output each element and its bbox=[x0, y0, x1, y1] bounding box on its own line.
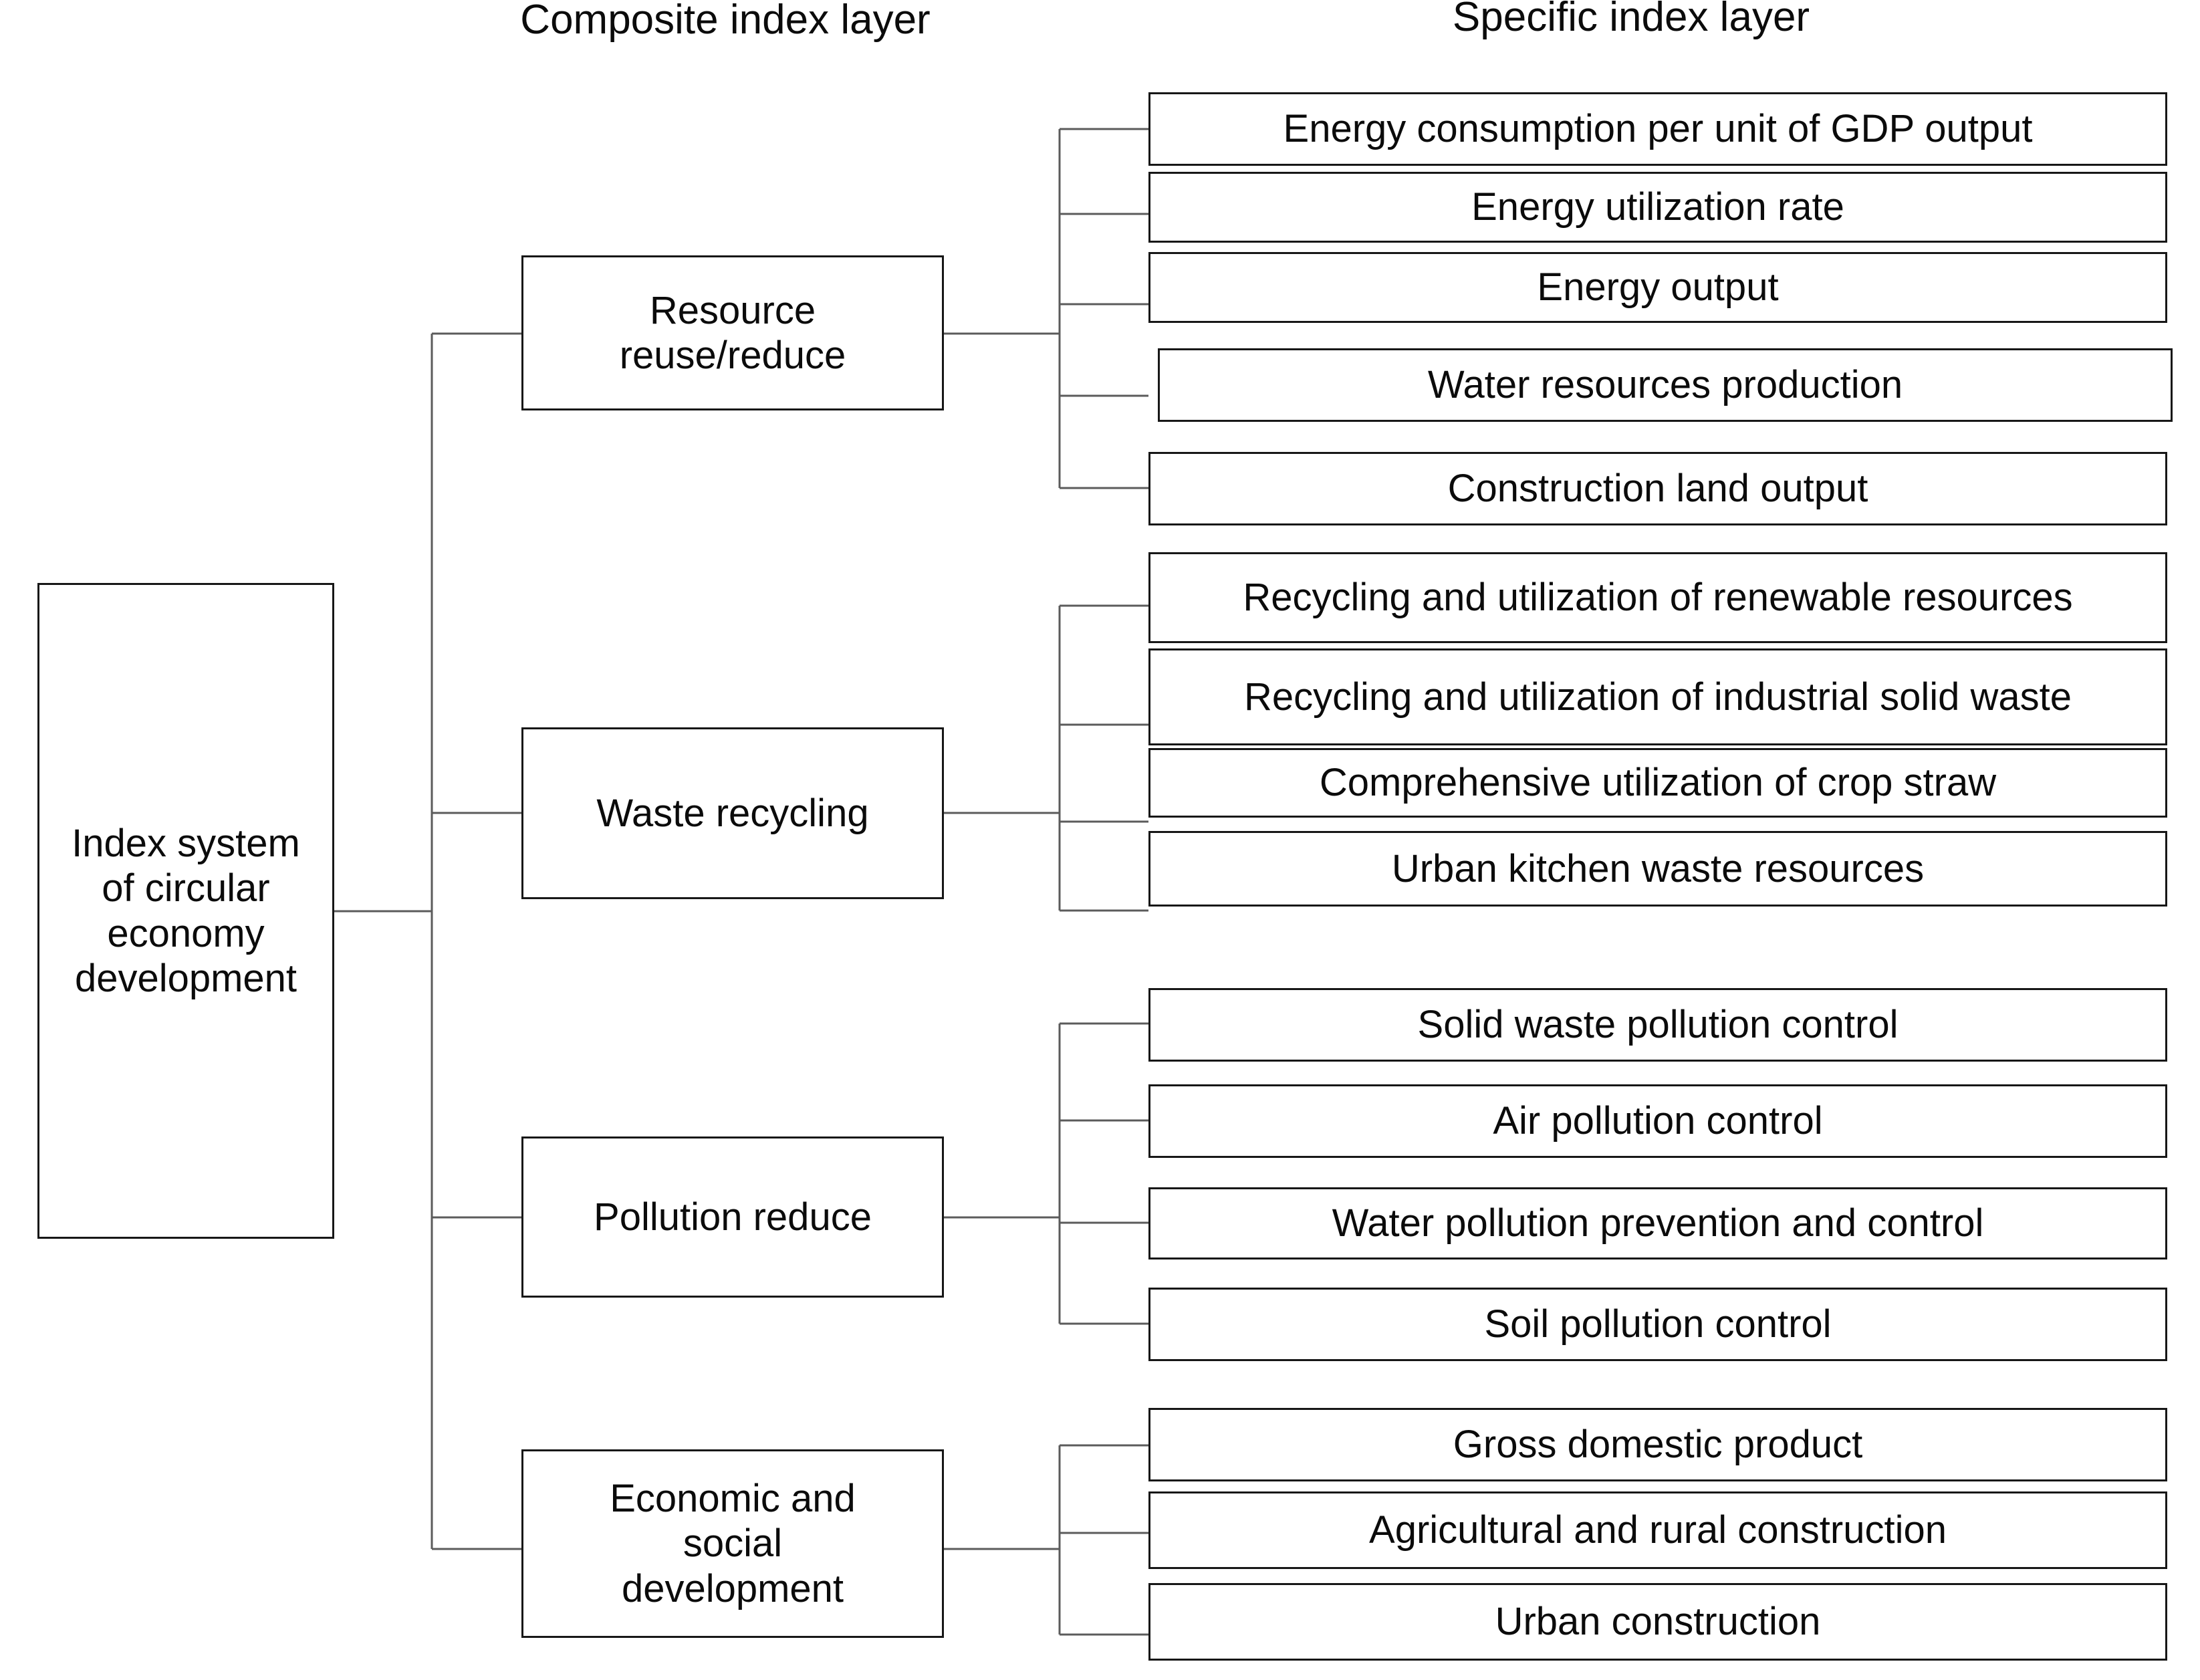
specific-node-label: Recycling and utilization of renewable r… bbox=[1243, 576, 2073, 620]
composite-node-label: Waste recycling bbox=[596, 791, 869, 835]
specific-node-gross-domestic-product[interactable]: Gross domestic product bbox=[1148, 1408, 2167, 1481]
composite-node-pollution-reduce[interactable]: Pollution reduce bbox=[521, 1136, 944, 1298]
composite-node-label: Pollution reduce bbox=[594, 1195, 872, 1239]
header-composite-index-layer: Composite index layer bbox=[520, 0, 931, 43]
specific-node-energy-consumption-per-unit-of-gdp-output[interactable]: Energy consumption per unit of GDP outpu… bbox=[1148, 92, 2167, 166]
specific-node-label: Urban construction bbox=[1495, 1600, 1821, 1644]
specific-node-recycling-and-utilization-of-renewable-resources[interactable]: Recycling and utilization of renewable r… bbox=[1148, 552, 2167, 643]
specific-node-label: Energy consumption per unit of GDP outpu… bbox=[1283, 107, 2033, 151]
specific-node-label: Comprehensive utilization of crop straw bbox=[1319, 761, 1997, 805]
specific-node-soil-pollution-control[interactable]: Soil pollution control bbox=[1148, 1288, 2167, 1361]
specific-node-label: Agricultural and rural construction bbox=[1369, 1508, 1947, 1552]
header-specific-index-layer: Specific index layer bbox=[1452, 0, 1810, 40]
specific-node-label: Energy utilization rate bbox=[1471, 185, 1844, 229]
specific-node-label: Gross domestic product bbox=[1453, 1423, 1863, 1467]
specific-node-comprehensive-utilization-of-crop-straw[interactable]: Comprehensive utilization of crop straw bbox=[1148, 748, 2167, 818]
specific-node-agricultural-and-rural-construction[interactable]: Agricultural and rural construction bbox=[1148, 1491, 2167, 1569]
composite-node-waste-recycling[interactable]: Waste recycling bbox=[521, 727, 944, 899]
specific-node-recycling-and-utilization-of-industrial-solid-waste[interactable]: Recycling and utilization of industrial … bbox=[1148, 648, 2167, 745]
specific-node-solid-waste-pollution-control[interactable]: Solid waste pollution control bbox=[1148, 988, 2167, 1062]
specific-node-label: Water resources production bbox=[1427, 363, 1903, 407]
specific-node-label: Water pollution prevention and control bbox=[1332, 1201, 1984, 1245]
specific-node-label: Recycling and utilization of industrial … bbox=[1244, 675, 2072, 719]
specific-node-energy-utilization-rate[interactable]: Energy utilization rate bbox=[1148, 172, 2167, 243]
specific-node-energy-output[interactable]: Energy output bbox=[1148, 252, 2167, 323]
composite-node-label: Economic and social development bbox=[610, 1477, 856, 1610]
specific-node-label: Air pollution control bbox=[1493, 1099, 1823, 1143]
root-node-label: Index system of circular economy develop… bbox=[72, 821, 300, 1000]
composite-node-resource-reuse-reduce[interactable]: Resource reuse/reduce bbox=[521, 255, 944, 410]
specific-node-urban-kitchen-waste-resources[interactable]: Urban kitchen waste resources bbox=[1148, 831, 2167, 907]
specific-node-label: Energy output bbox=[1537, 265, 1779, 310]
specific-node-water-pollution-prevention-and-control[interactable]: Water pollution prevention and control bbox=[1148, 1187, 2167, 1259]
specific-node-air-pollution-control[interactable]: Air pollution control bbox=[1148, 1084, 2167, 1158]
specific-node-label: Soil pollution control bbox=[1484, 1302, 1832, 1346]
specific-node-label: Construction land output bbox=[1447, 467, 1868, 511]
specific-node-construction-land-output[interactable]: Construction land output bbox=[1148, 452, 2167, 525]
specific-node-label: Urban kitchen waste resources bbox=[1391, 846, 1925, 890]
composite-node-label: Resource reuse/reduce bbox=[619, 288, 846, 377]
specific-node-water-resources-production[interactable]: Water resources production bbox=[1158, 348, 2173, 422]
root-node[interactable]: Index system of circular economy develop… bbox=[37, 583, 334, 1239]
specific-node-urban-construction[interactable]: Urban construction bbox=[1148, 1583, 2167, 1661]
specific-node-label: Solid waste pollution control bbox=[1417, 1003, 1899, 1047]
composite-node-economic-and-social-development[interactable]: Economic and social development bbox=[521, 1449, 944, 1638]
